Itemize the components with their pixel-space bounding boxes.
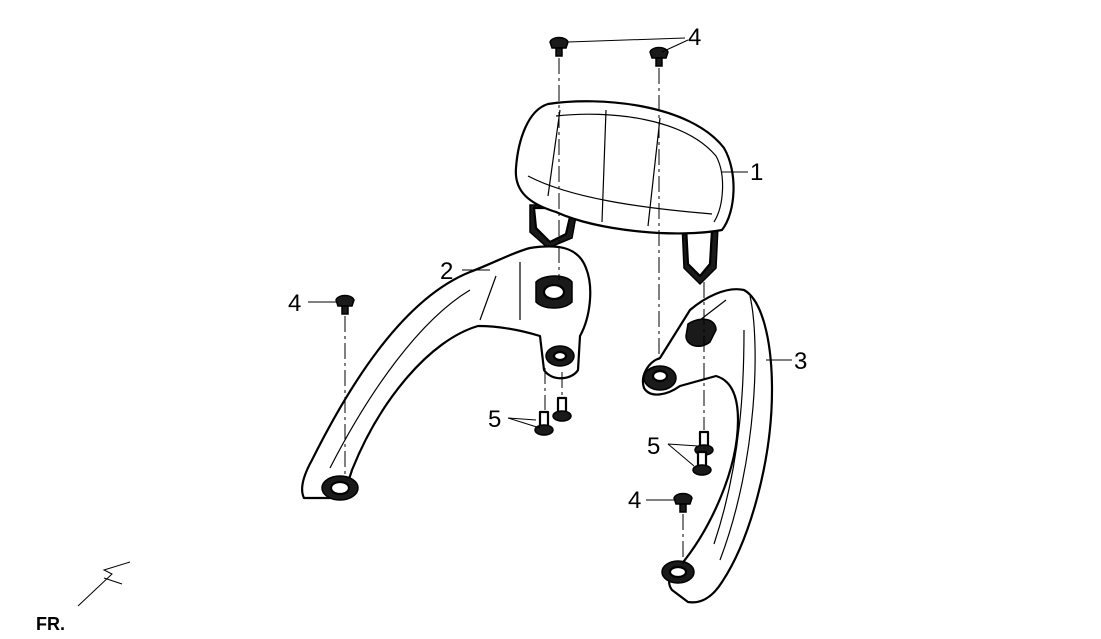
collar-left-a: [534, 410, 554, 436]
callout-5-right: 5: [647, 433, 660, 460]
screw-top-right: [649, 46, 669, 67]
screw-bottom: [673, 492, 693, 513]
screw-left: [335, 294, 355, 315]
backrest-pad: [514, 100, 735, 286]
collar-left-b: [552, 396, 572, 422]
right-grab-rail: [641, 288, 774, 604]
leader-lines: [308, 37, 792, 501]
callout-4-top: 4: [688, 24, 701, 51]
front-label: FR.: [36, 614, 65, 634]
collar-right-b: [692, 450, 712, 476]
callout-2: 2: [440, 258, 453, 285]
left-grab-rail: [301, 245, 592, 501]
callout-3: 3: [794, 348, 807, 375]
assembly-centerlines: [344, 58, 705, 566]
screw-top-left: [549, 36, 569, 57]
callout-4-bottom: 4: [628, 487, 641, 514]
callout-4-left: 4: [288, 290, 301, 317]
front-arrow-icon: [77, 561, 131, 607]
front-direction-indicator: FR.: [36, 561, 131, 634]
callout-1: 1: [750, 159, 763, 186]
callout-5-left: 5: [488, 406, 501, 433]
